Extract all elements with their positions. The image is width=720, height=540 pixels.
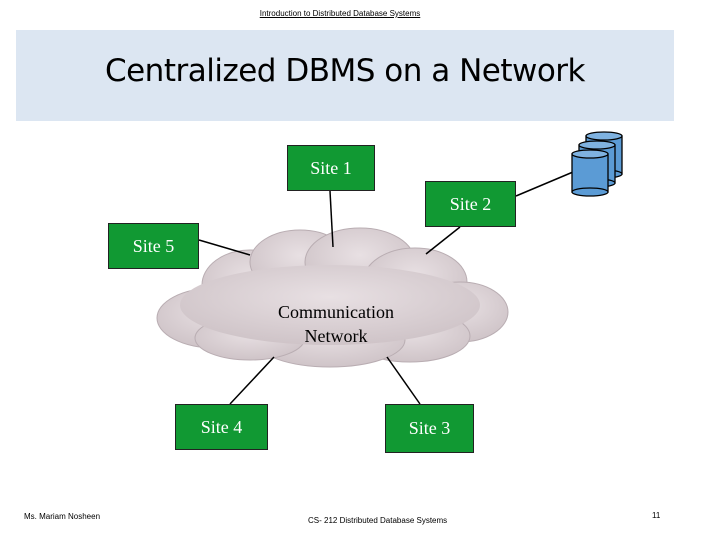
link-site2: [425, 226, 461, 255]
slide-title: Centralized DBMS on a Network: [104, 53, 586, 89]
site-1-box: Site 1: [287, 145, 375, 191]
communication-cloud: [156, 227, 509, 368]
title-band: [16, 30, 674, 121]
site-4-box: Site 4: [175, 404, 268, 450]
footer-author: Ms. Mariam Nosheen: [24, 512, 101, 521]
database-icon: [571, 131, 623, 197]
network-label-line2: Network: [304, 326, 368, 346]
course-header: Introduction to Distributed Database Sys…: [259, 9, 421, 18]
page-number: 11: [652, 511, 661, 520]
site-5-box: Site 5: [108, 223, 199, 269]
link-site3: [386, 356, 421, 405]
link-database: [515, 171, 574, 197]
link-site5: [198, 239, 251, 256]
link-site4: [229, 356, 275, 405]
footer-course: CS- 212 Distributed Database Systems: [308, 516, 448, 525]
network-label-line1: Communication: [278, 302, 394, 322]
link-site1: [329, 190, 334, 248]
site-3-box: Site 3: [385, 404, 474, 453]
network-label: Communication Network: [246, 300, 426, 348]
site-2-box: Site 2: [425, 181, 516, 227]
